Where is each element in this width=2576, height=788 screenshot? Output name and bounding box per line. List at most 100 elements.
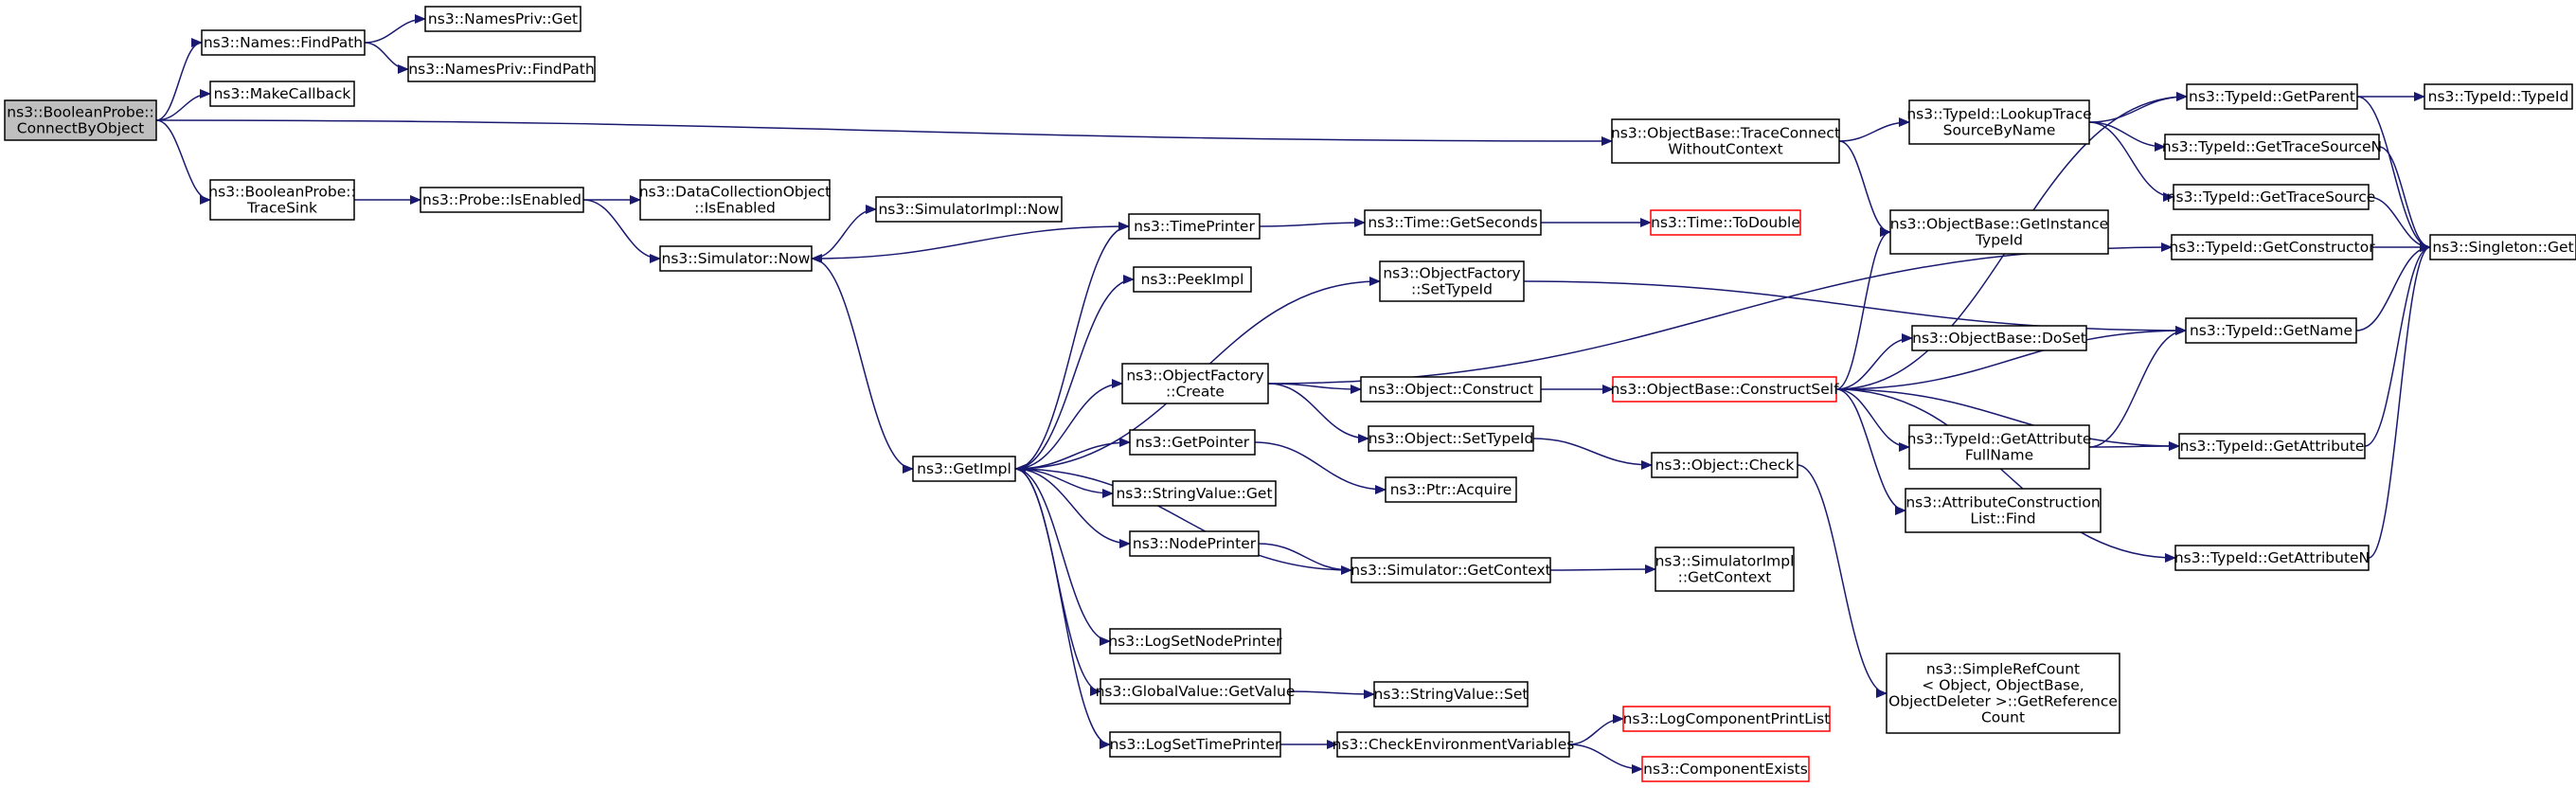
edge-typeid-lookuptrace-to-typeid-gettracesourcen: [2088, 121, 2166, 152]
edge-objbase-constructself-to-attrconstructionlist-find: [1835, 388, 1906, 515]
node-typeid-getparent[interactable]: ns3::TypeId::GetParent: [2186, 83, 2358, 110]
node-typeid-getconstructor[interactable]: ns3::TypeId::GetConstructor: [2169, 234, 2375, 260]
node-box: [407, 56, 596, 82]
node-objfactory-settypeid[interactable]: ns3::ObjectFactory::SetTypeId: [1379, 260, 1525, 302]
node-simulator-now[interactable]: ns3::Simulator::Now: [659, 245, 813, 272]
node-label: ns3::BooleanProbe::: [7, 104, 153, 121]
node-label: ConnectByObject: [17, 120, 144, 137]
node-makecallback[interactable]: ns3::MakeCallback: [209, 81, 355, 107]
node-namespriv-findpath[interactable]: ns3::NamesPriv::FindPath: [407, 56, 596, 82]
node-typeid-typeid[interactable]: ns3::TypeId::TypeId: [2424, 83, 2573, 110]
node-namespriv-get[interactable]: ns3::NamesPriv::Get: [424, 6, 581, 32]
node-singleton-get[interactable]: ns3::Singleton::Get: [2429, 234, 2576, 260]
node-objfactory-create[interactable]: ns3::ObjectFactory::Create: [1121, 363, 1269, 404]
node-probe-isenabled[interactable]: ns3::Probe::IsEnabled: [420, 187, 584, 213]
node-typeid-getattribute[interactable]: ns3::TypeId::GetAttribute: [2178, 433, 2366, 459]
node-logcomponentprintlist[interactable]: ns3::LogComponentPrintList: [1622, 706, 1831, 732]
node-getpointer[interactable]: ns3::GetPointer: [1129, 429, 1256, 456]
node-simplerefcount[interactable]: ns3::SimpleRefCount< Object, ObjectBase,…: [1886, 653, 2120, 734]
node-box: [639, 179, 831, 221]
edge-typeid-getattrfullname-to-typeid-getname: [2088, 326, 2187, 448]
node-label: ns3::TypeId::TypeId: [2428, 88, 2569, 105]
node-object-settypeid[interactable]: ns3::Object::SetTypeId: [1368, 425, 1534, 452]
node-stringvalue-set[interactable]: ns3::StringValue::Set: [1373, 681, 1529, 707]
node-root[interactable]: ns3::BooleanProbe::ConnectByObject: [4, 99, 157, 141]
edge-objfactory-create-to-object-construct: [1267, 383, 1362, 394]
node-componentexists[interactable]: ns3::ComponentExists: [1641, 756, 1810, 782]
node-box: [2164, 134, 2380, 160]
node-datacollection-isenabled[interactable]: ns3::DataCollectionObject::IsEnabled: [639, 179, 831, 221]
node-getimpl[interactable]: ns3::GetImpl: [912, 456, 1016, 482]
node-label: ns3::Time::ToDouble: [1651, 214, 1800, 231]
node-box: [1612, 376, 1837, 403]
node-box: [1109, 731, 1281, 758]
edge-getimpl-to-peekimpl: [1014, 275, 1135, 470]
node-label: ns3::StringValue::Get: [1116, 485, 1272, 502]
node-checkenvvars[interactable]: ns3::CheckEnvironmentVariables: [1333, 731, 1575, 758]
node-box: [1650, 209, 1801, 236]
node-simimpl-getcontext[interactable]: ns3::SimulatorImpl::GetContext: [1655, 546, 1795, 592]
edge-typeid-lookuptrace-to-typeid-getparent: [2088, 92, 2188, 123]
node-objbase-doset[interactable]: ns3::ObjectBase::DoSet: [1911, 325, 2087, 351]
node-logsetnodeprinter[interactable]: ns3::LogSetNodePrinter: [1108, 628, 1282, 654]
edge-typeid-getattrfullname-to-typeid-getattribute: [2088, 441, 2180, 452]
node-box: [1121, 363, 1269, 404]
node-label: WithoutContext: [1668, 141, 1782, 158]
edge-names-findpath-to-namespriv-get: [364, 14, 426, 44]
node-box: [912, 456, 1016, 482]
node-label: ns3::Object::Check: [1655, 457, 1795, 474]
node-simimpl-now[interactable]: ns3::SimulatorImpl::Now: [875, 196, 1063, 223]
node-label: ns3::Names::FindPath: [204, 34, 363, 51]
edge-getimpl-to-nodeprinter: [1014, 468, 1131, 548]
node-box: [2171, 234, 2373, 260]
edge-typeid-getattribute-to-singleton-get: [2364, 242, 2431, 447]
edge-object-settypeid-to-object-check: [1532, 438, 1653, 470]
node-nodeprinter[interactable]: ns3::NodePrinter: [1129, 530, 1260, 557]
node-objbase-traceconnect[interactable]: ns3::ObjectBase::TraceConnectWithoutCont…: [1611, 118, 1840, 164]
node-label: FullName: [1965, 447, 2033, 464]
node-box: [1128, 213, 1261, 240]
node-objbase-constructself[interactable]: ns3::ObjectBase::ConstructSelf: [1610, 376, 1839, 403]
node-label: ns3::ComponentExists: [1643, 761, 1808, 778]
node-label: ns3::SimulatorImpl: [1655, 553, 1795, 570]
node-label: ns3::Object::SetTypeId: [1368, 430, 1534, 447]
node-typeid-getname[interactable]: ns3::TypeId::GetName: [2185, 317, 2357, 344]
node-booleanprobe-tracesink[interactable]: ns3::BooleanProbe::TraceSink: [208, 179, 356, 221]
node-box: [1373, 681, 1529, 707]
node-time-todouble[interactable]: ns3::Time::ToDouble: [1650, 209, 1801, 236]
node-typeid-gettracesource[interactable]: ns3::TypeId::GetTraceSource: [2167, 184, 2376, 210]
node-timeprinter[interactable]: ns3::TimePrinter: [1128, 213, 1261, 240]
node-box: [209, 81, 355, 107]
node-stringvalue-get[interactable]: ns3::StringValue::Get: [1112, 480, 1277, 507]
node-box: [424, 6, 581, 32]
node-names-findpath[interactable]: ns3::Names::FindPath: [201, 29, 366, 56]
node-object-construct[interactable]: ns3::Object::Construct: [1360, 376, 1542, 403]
node-box: [2173, 184, 2370, 210]
node-typeid-gettracesourcen[interactable]: ns3::TypeId::GetTraceSourceN: [2162, 134, 2382, 160]
node-peekimpl[interactable]: ns3::PeekImpl: [1133, 266, 1252, 293]
node-object-check[interactable]: ns3::Object::Check: [1651, 452, 1798, 478]
node-globalvalue-getvalue[interactable]: ns3::GlobalValue::GetValue: [1096, 678, 1296, 705]
edge-getimpl-to-logsetnodeprinter: [1014, 468, 1111, 646]
node-label: SourceByName: [1943, 122, 2056, 139]
node-box: [1336, 731, 1570, 758]
node-simulator-getcontext[interactable]: ns3::Simulator::GetContext: [1351, 557, 1551, 583]
node-box: [1360, 376, 1542, 403]
node-logsettimeprinter[interactable]: ns3::LogSetTimePrinter: [1109, 731, 1281, 758]
edge-simulator-getcontext-to-simimpl-getcontext: [1549, 564, 1656, 575]
node-box: [1908, 424, 2090, 470]
node-time-getseconds[interactable]: ns3::Time::GetSeconds: [1364, 209, 1542, 236]
edge-timeprinter-to-time-getseconds: [1259, 218, 1366, 228]
node-typeid-getattributen[interactable]: ns3::TypeId::GetAttributeN: [2174, 545, 2370, 571]
node-ptr-acquire[interactable]: ns3::Ptr::Acquire: [1385, 476, 1517, 503]
nodes-layer: ns3::BooleanProbe::ConnectByObjectns3::N…: [4, 6, 2576, 782]
edge-root-to-names-findpath: [155, 38, 203, 121]
node-label: ns3::ObjectBase::DoSet: [1912, 330, 2086, 347]
node-box: [2186, 83, 2358, 110]
edge-typeid-gettracesource-to-singleton-get: [2368, 196, 2431, 252]
node-label: ns3::CheckEnvironmentVariables: [1333, 736, 1575, 753]
